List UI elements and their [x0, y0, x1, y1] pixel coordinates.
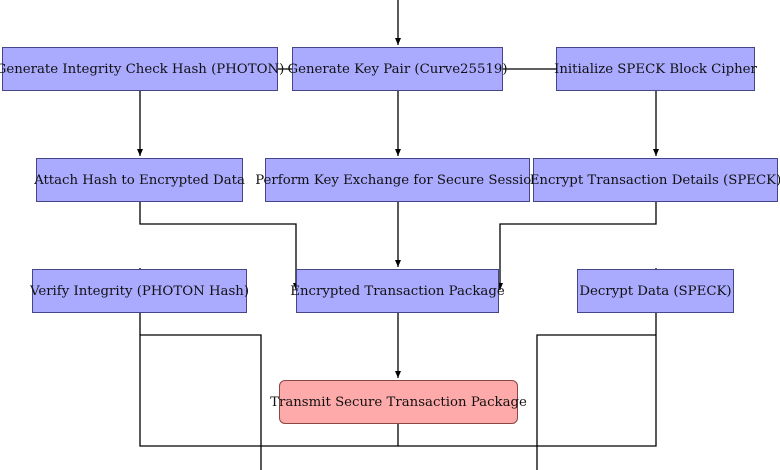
edge-decrypt-out: [536, 334, 656, 470]
edge-verify-out: [140, 334, 262, 470]
edge-encrypt-to-package: [497, 202, 657, 290]
node-initialize-speck: Initialize SPECK Block Cipher: [554, 47, 757, 91]
node-key-exchange: Perform Key Exchange for Secure Session: [255, 158, 540, 202]
node-decrypt-data: Decrypt Data (SPECK): [577, 269, 734, 313]
node-attach-hash: Attach Hash to Encrypted Data: [34, 158, 245, 202]
node-encrypted-package: Encrypted Transaction Package: [290, 269, 505, 313]
node-verify-integrity: Verify Integrity (PHOTON Hash): [30, 269, 249, 313]
edge-transmit-to-verify: [137, 268, 399, 447]
node-transmit-package: Transmit Secure Transaction Package: [270, 380, 527, 424]
edge-transmit-to-decrypt: [398, 268, 659, 447]
edge-attach-to-package: [139, 202, 299, 290]
node-encrypt-transaction: Encrypt Transaction Details (SPECK): [530, 158, 780, 202]
node-generate-key-pair: Generate Key Pair (Curve25519): [287, 47, 508, 91]
node-generate-integrity-hash: Generate Integrity Check Hash (PHOTON): [0, 47, 284, 91]
